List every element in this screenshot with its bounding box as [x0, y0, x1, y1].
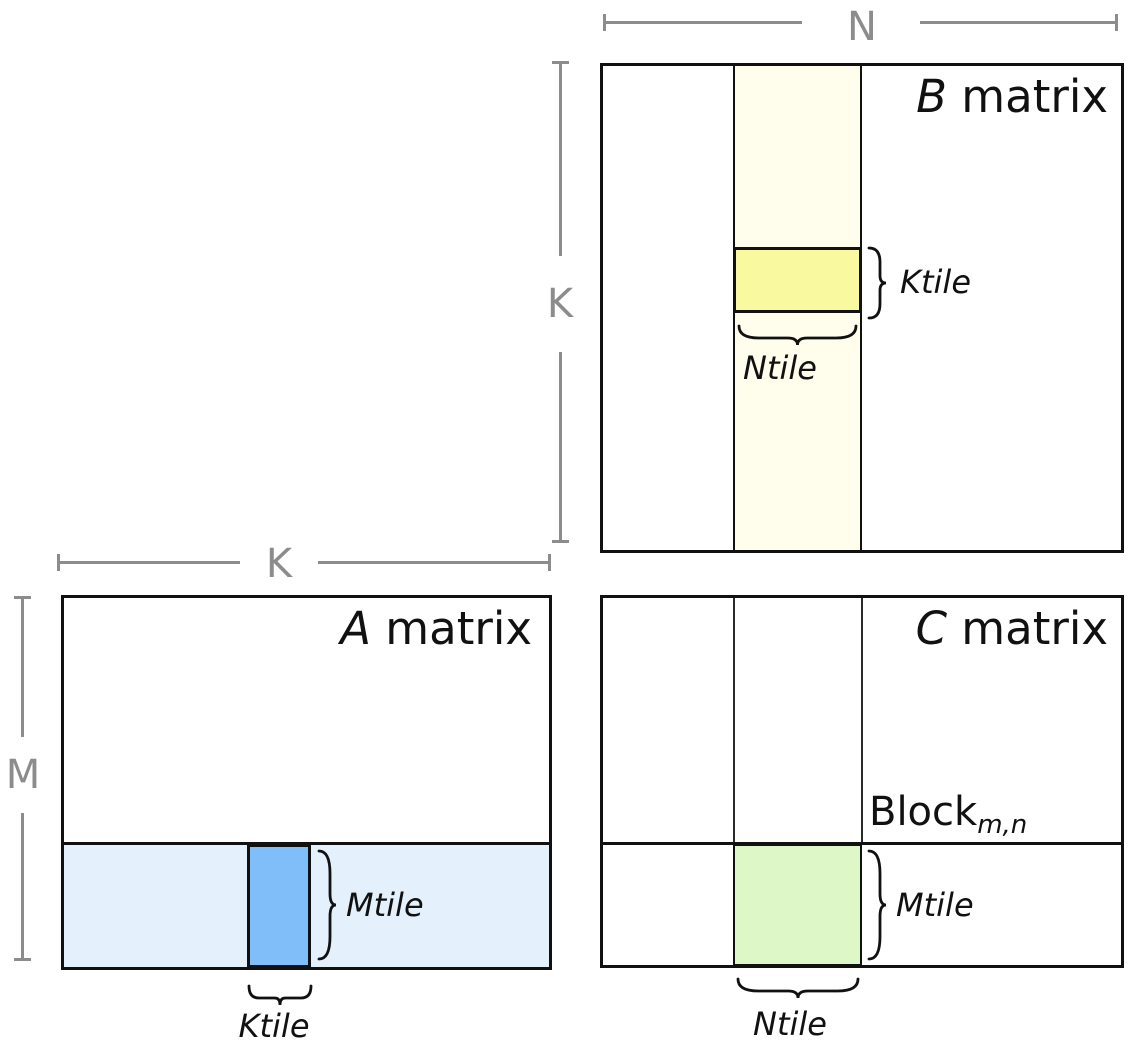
c-row-divider-line: [600, 842, 1124, 845]
k-horizontal-dim-left-tick: [57, 554, 60, 571]
m-dim-bottom-tick: [14, 958, 31, 961]
k-horizontal-dim-label: K: [265, 541, 293, 587]
b-ntile-label: Ntile: [743, 349, 817, 387]
m-dim-top-tick: [14, 596, 31, 599]
b-matrix-box: [600, 63, 1124, 553]
k-horizontal-dim-line-left-segment: [58, 561, 240, 564]
n-dim-right-tick: [1115, 14, 1118, 31]
c-block-label-text: Block: [869, 789, 978, 835]
k-vertical-dim-line-top-segment: [559, 63, 562, 256]
c-mtile-label: Mtile: [896, 886, 974, 924]
c-column-line-left: [733, 598, 735, 844]
b-matrix-title-rest: matrix: [947, 70, 1108, 123]
k-horizontal-dim-line-right-segment: [318, 561, 550, 564]
b-ktile-label: Ktile: [900, 263, 971, 301]
n-dim-line-left-segment: [605, 21, 802, 24]
a-matrix-title-rest: matrix: [371, 602, 532, 655]
b-ktile-brace: [867, 246, 887, 320]
c-mtile-brace: [867, 849, 887, 961]
k-vertical-dim-top-tick: [552, 61, 569, 64]
c-ntile-brace: [736, 977, 860, 999]
m-dim-line-bottom-segment: [21, 813, 24, 960]
a-strip-divider-line: [61, 842, 552, 845]
b-matrix-title-letter: B: [916, 70, 947, 123]
a-ktile-label: Ktile: [238, 1007, 310, 1045]
k-vertical-dim-label: K: [546, 281, 574, 327]
n-dim-label: N: [847, 4, 877, 50]
a-mtile-brace: [317, 849, 337, 961]
c-ntile-label: Ntile: [753, 1005, 827, 1043]
a-ktile-brace: [247, 984, 313, 1006]
m-dim-line-top-segment: [21, 597, 24, 737]
b-ntile-brace: [737, 324, 858, 346]
a-matrix-title: A matrix: [340, 606, 532, 651]
a-ktile-tile: [247, 844, 311, 968]
a-mtile-label: Mtile: [346, 886, 424, 924]
a-matrix-box: [61, 595, 552, 970]
k-horizontal-dim-right-tick: [548, 554, 551, 571]
b-matrix-title: B matrix: [916, 74, 1108, 119]
c-matrix-title: C matrix: [916, 606, 1108, 651]
k-vertical-dim-line-bottom-segment: [559, 352, 562, 542]
b-ktile-tile: [733, 247, 862, 313]
c-column-line-right: [861, 598, 863, 844]
k-vertical-dim-bottom-tick: [552, 540, 569, 543]
n-dim-line-right-segment: [920, 21, 1117, 24]
c-matrix-box: [600, 595, 1124, 968]
a-matrix-title-letter: A: [340, 602, 371, 655]
c-matrix-title-letter: C: [915, 602, 947, 655]
c-block-label: Blockm,n: [869, 792, 1027, 838]
m-dim-label: M: [5, 752, 41, 798]
n-dim-left-tick: [603, 14, 606, 31]
c-block-label-subscript: m,n: [977, 810, 1028, 840]
c-matrix-title-rest: matrix: [947, 602, 1108, 655]
